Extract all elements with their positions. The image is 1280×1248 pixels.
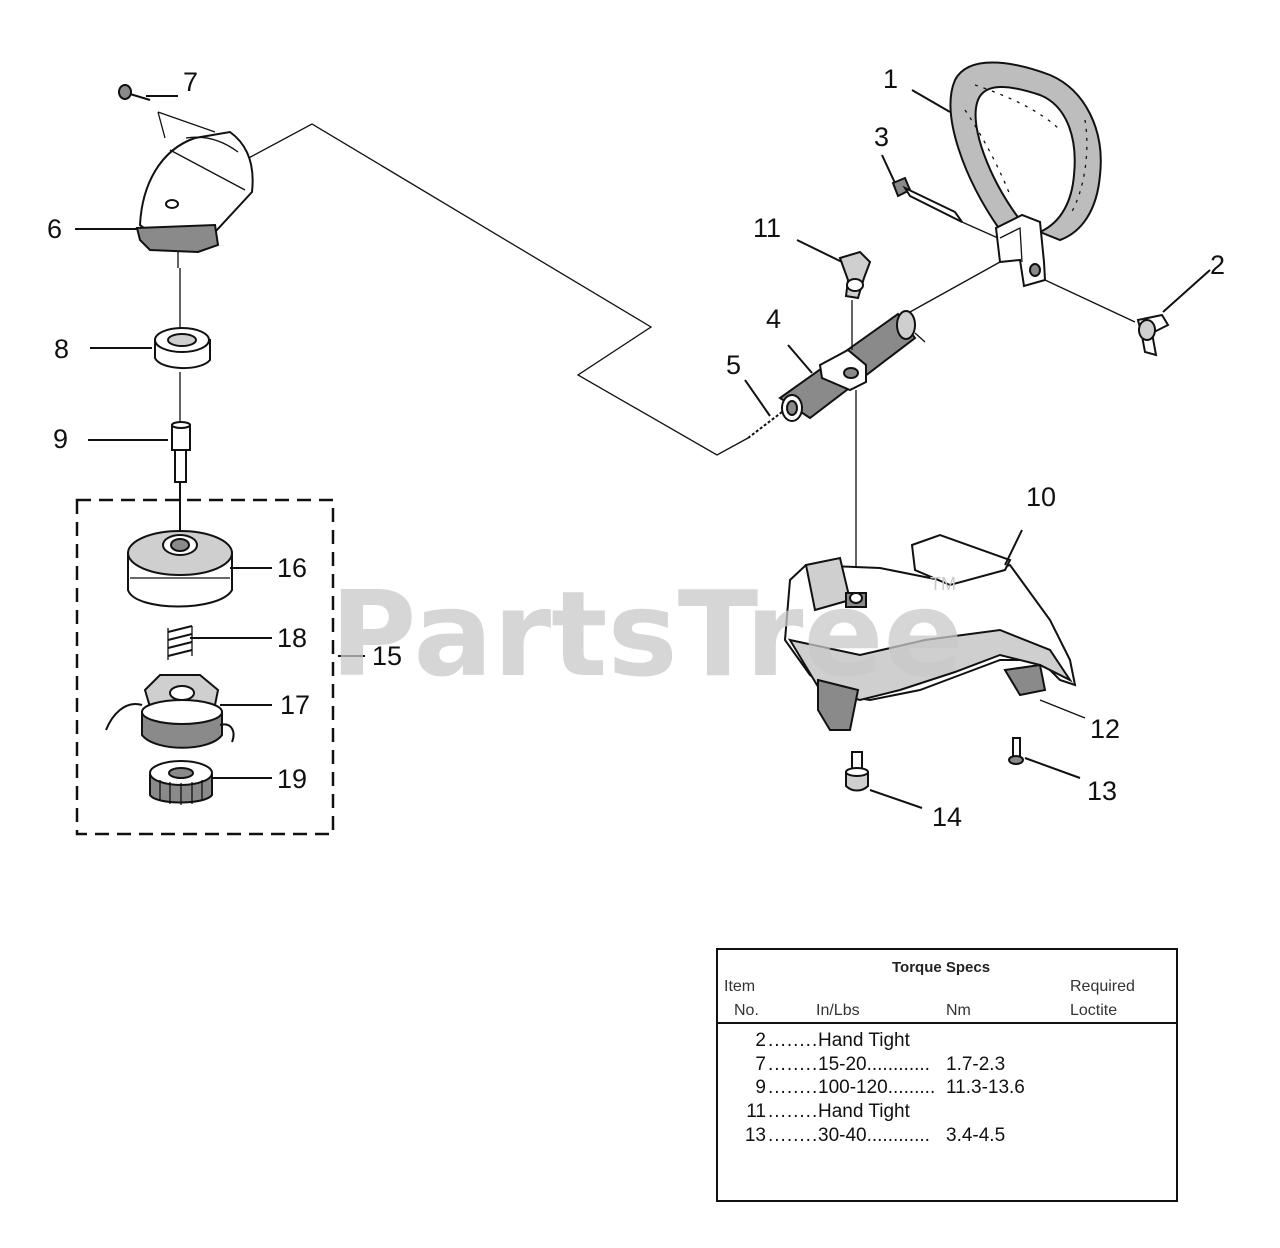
table-row: 9 ........ 100-120......... 11.3-13.6: [718, 1077, 1178, 1101]
callout-11: 11: [753, 213, 781, 243]
kit-15-dashed-box: [75, 498, 335, 836]
header-rule: [718, 1022, 1176, 1024]
torque-specs-table: Torque Specs Item No. In/Lbs Nm Required…: [716, 948, 1178, 1202]
header-loctite: Loctite: [1070, 1002, 1118, 1019]
row-dots: ........: [768, 1077, 819, 1098]
part-11-wing-nut: [838, 250, 872, 300]
handle-clamp: [994, 213, 1047, 288]
table-row: 11 ........ Hand Tight: [718, 1101, 1178, 1125]
callout-10: 10: [1026, 482, 1056, 512]
part-2-wing-nut: [1044, 279, 1170, 357]
callout-3: 3: [874, 122, 889, 152]
row-item: 7: [755, 1054, 766, 1075]
callout-17: 17: [280, 690, 310, 720]
row-inlbs: 30-40............: [818, 1125, 930, 1146]
row-item: 13: [744, 1125, 766, 1146]
part-14-bolt: [845, 751, 869, 792]
part-4-tube: [778, 261, 1001, 422]
row-inlbs: Hand Tight: [818, 1030, 910, 1051]
part-8-collar: [154, 327, 211, 370]
callout-15: 15: [372, 641, 402, 671]
leader-lines: [75, 89, 1211, 809]
row-inlbs: 100-120.........: [818, 1077, 936, 1098]
header-no: No.: [734, 1002, 759, 1019]
callout-2: 2: [1210, 250, 1225, 280]
watermark: PartsTree: [330, 565, 964, 703]
callout-5: 5: [726, 350, 741, 380]
part-9-spacer: [171, 421, 191, 483]
header-nm: Nm: [946, 1002, 971, 1019]
row-nm: 11.3-13.6: [946, 1077, 1025, 1098]
callout-8: 8: [54, 334, 69, 364]
header-required: Required: [1070, 978, 1135, 995]
part-16-spool-housing: [127, 530, 233, 608]
part-6-head-housing: [135, 130, 254, 268]
row-dots: ........: [768, 1054, 819, 1075]
row-dots: ........: [768, 1030, 819, 1051]
row-item: 9: [755, 1077, 766, 1098]
part-18-spring: [167, 625, 193, 660]
row-inlbs: 15-20............: [818, 1054, 930, 1075]
callout-4: 4: [766, 304, 781, 334]
callout-14: 14: [932, 802, 962, 832]
part-17-spool: [105, 674, 235, 749]
shaft-outline: [244, 123, 749, 456]
row-nm: 3.4-4.5: [946, 1125, 1006, 1146]
tube-bracket: [818, 348, 867, 392]
table-row: 2 ........ Hand Tight: [718, 1030, 1178, 1054]
row-item: 11: [746, 1101, 766, 1122]
callout-6: 6: [47, 214, 62, 244]
row-nm: 1.7-2.3: [946, 1054, 1006, 1075]
part-3-bolt: [891, 176, 999, 239]
callout-7: 7: [183, 67, 198, 97]
row-inlbs: Hand Tight: [818, 1101, 910, 1122]
callout-12: 12: [1090, 714, 1120, 744]
part-5-screw: [747, 411, 783, 439]
callout-1: 1: [883, 64, 898, 94]
callout-9: 9: [53, 424, 68, 454]
part-7-screw: [118, 84, 216, 139]
row-dots: ........: [768, 1125, 819, 1146]
table-row: 13 ........ 30-40............ 3.4-4.5: [718, 1125, 1178, 1149]
watermark-trademark: TM: [930, 574, 956, 594]
part-1-loop-handle: [949, 61, 1102, 242]
torque-table-title: Torque Specs: [892, 959, 991, 976]
header-inlbs: In/Lbs: [816, 1002, 860, 1019]
header-item: Item: [724, 978, 756, 995]
callout-13: 13: [1087, 776, 1117, 806]
part-13-screw: [1008, 737, 1024, 765]
callout-16: 16: [277, 553, 307, 583]
part-10-guard: [783, 533, 1077, 731]
row-dots: ........: [768, 1101, 819, 1122]
table-row: 7 ........ 15-20............ 1.7-2.3: [718, 1054, 1178, 1078]
row-item: 2: [755, 1030, 766, 1051]
callout-19: 19: [277, 764, 307, 794]
callout-18: 18: [277, 623, 307, 653]
part-19-knob: [149, 760, 213, 805]
